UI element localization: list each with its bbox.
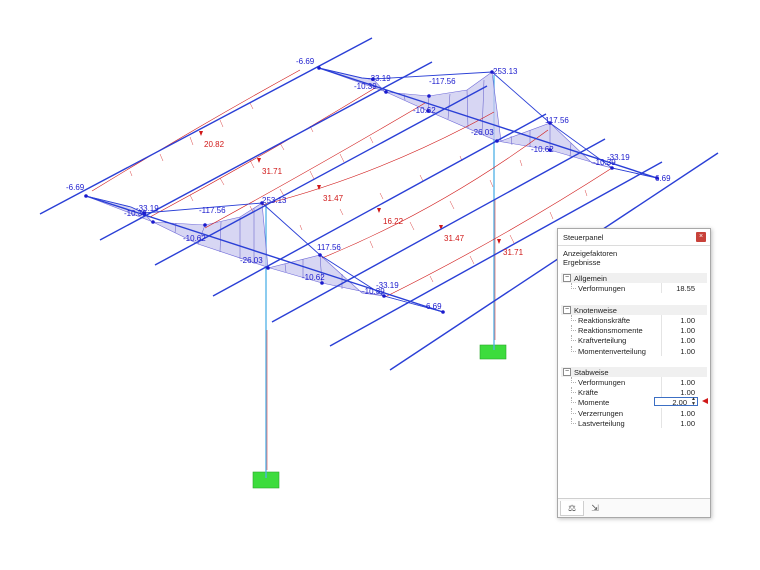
list-item[interactable]: Kraftverteilung 1.00 [561,335,707,346]
value-label-red: 31.71 [503,248,524,257]
value-label-blue: 253.13 [262,196,287,205]
list-item[interactable]: Reaktionsmomente 1.00 [561,325,707,336]
spin-arrows-icon[interactable]: ▲▼ [691,396,696,408]
purlin-2[interactable] [99,61,433,241]
row-label: Verformungen [578,284,626,293]
rafter-front[interactable] [85,195,444,313]
purlin-6[interactable] [329,161,663,347]
purlin-4[interactable] [212,113,547,297]
support-right[interactable] [479,344,507,360]
value-label-blue: -10.39 [354,82,377,91]
result-values-red: 20.82 31.71 31.47 16.22 31.47 31.71 [204,140,524,257]
value-label-red: 31.47 [323,194,344,203]
control-panel[interactable]: Steuerpanel × Anzeigefaktoren Ergebnisse… [557,228,711,518]
value-label-blue: -33.19 [136,204,159,213]
row-label: Reaktionskräfte [578,316,631,325]
row-label: Lastverteilung [578,418,625,428]
list-item[interactable]: Lastverteilung 1.00 [561,417,707,428]
collapse-icon[interactable]: − [563,274,571,282]
section-stabweise: − Stabweise Verformungen 1.00 Kräfte 1.0… [561,367,708,428]
row-value[interactable]: 1.00 [680,326,695,336]
purlin-5[interactable] [271,138,606,323]
collapse-icon[interactable]: − [563,306,571,314]
result-values-blue: -6.69-33.19-10.39-117.56253.13-10.62-26.… [66,57,671,311]
panel-tabs: ⚖ ⇲ [558,498,710,517]
value-label-blue: -10.62 [413,106,436,115]
value-label-blue: -10.39 [362,287,385,296]
value-label-blue: -26.03 [240,256,263,265]
row-label: Momentenverteilung [578,346,646,356]
purlin-3[interactable] [154,85,488,266]
panel-header-results: Ergebnisse [563,258,601,267]
row-value[interactable]: 1.00 [680,388,695,398]
row-value[interactable]: 1.00 [680,408,695,418]
collapse-icon[interactable]: − [563,368,571,376]
value-label-blue: 117.56 [545,116,569,125]
row-label: Reaktionsmomente [578,326,643,336]
stepper-value: 2.00 [672,398,687,408]
value-label-blue: -10.62 [302,273,325,282]
value-label-blue: -117.56 [199,206,226,215]
panel-header-factors: Anzeigefaktoren [563,249,618,258]
section-header-allgemein[interactable]: − Allgemein [561,273,707,283]
value-label-blue: -6.69 [296,57,315,66]
list-item[interactable]: Kräfte 1.00 [561,387,707,398]
list-item[interactable]: Verformungen 1.00 [561,377,707,388]
value-label-red: 20.82 [204,140,225,149]
row-label: Kräfte [578,388,599,398]
row-value[interactable]: 1.00 [680,418,695,428]
row-value[interactable]: 1.00 [680,346,695,356]
row-label: Verzerrungen [578,408,624,418]
section-title: Knotenweise [574,306,617,315]
section-title: Allgemein [574,274,607,283]
section-header-stabweise[interactable]: − Stabweise [561,367,707,377]
value-label-red: 31.71 [262,167,283,176]
panel-title: Steuerpanel [563,233,604,242]
value-label-blue: -10.39 [124,209,147,218]
section-knotenweise: − Knotenweise Reaktionskräfte 1.00 Reakt… [561,305,707,356]
result-diagram-icon[interactable]: ⇲ [591,503,599,513]
section-header-knotenweise[interactable]: − Knotenweise [561,305,707,315]
list-item-momente[interactable]: Momente 2.00 ▲▼ [561,396,708,408]
row-value[interactable]: 18.55 [676,284,695,293]
value-label-blue: -26.03 [471,128,494,137]
value-label-red: 31.47 [444,234,465,243]
value-label-blue: -6.69 [66,183,85,192]
momente-stepper[interactable]: 2.00 ▲▼ [654,396,698,408]
list-item[interactable]: Momentenverteilung 1.00 [561,345,707,356]
purlin-7[interactable] [389,152,719,371]
value-label-blue: 253.13 [493,67,518,76]
close-icon[interactable]: × [696,232,706,242]
value-label-blue: 117.56 [317,243,341,252]
value-label-blue: -10.62 [183,234,206,243]
panel-titlebar[interactable]: Steuerpanel × [558,229,710,246]
value-label-blue: -117.56 [429,77,456,86]
list-item[interactable]: Verformungen 18.55 [561,283,707,294]
value-label-red: 16.22 [383,217,404,226]
list-item[interactable]: Verzerrungen 1.00 [561,407,707,418]
active-marker-icon [702,398,708,405]
row-value[interactable]: 1.00 [680,316,695,325]
value-label-blue: -33.19 [368,74,391,83]
value-label-blue: -10.62 [531,145,554,154]
row-value[interactable]: 1.00 [680,336,695,346]
scale-icon[interactable]: ⚖ [560,501,584,516]
value-label-blue: 6.69 [655,174,671,183]
row-label: Kraftverteilung [578,336,627,346]
list-item[interactable]: Reaktionskräfte 1.00 [561,315,707,326]
value-label-blue: -10.39 [593,158,616,167]
value-label-blue: 6.69 [426,302,442,311]
row-label: Momente [578,398,610,408]
value-label-blue: -33.19 [376,281,399,290]
value-label-blue: -33.19 [607,153,630,162]
row-label: Verformungen [578,378,626,387]
section-title: Stabweise [574,368,609,377]
section-allgemein: − Allgemein Verformungen 18.55 [561,273,707,294]
row-value[interactable]: 1.00 [680,378,695,387]
purlin-1[interactable] [39,37,373,215]
